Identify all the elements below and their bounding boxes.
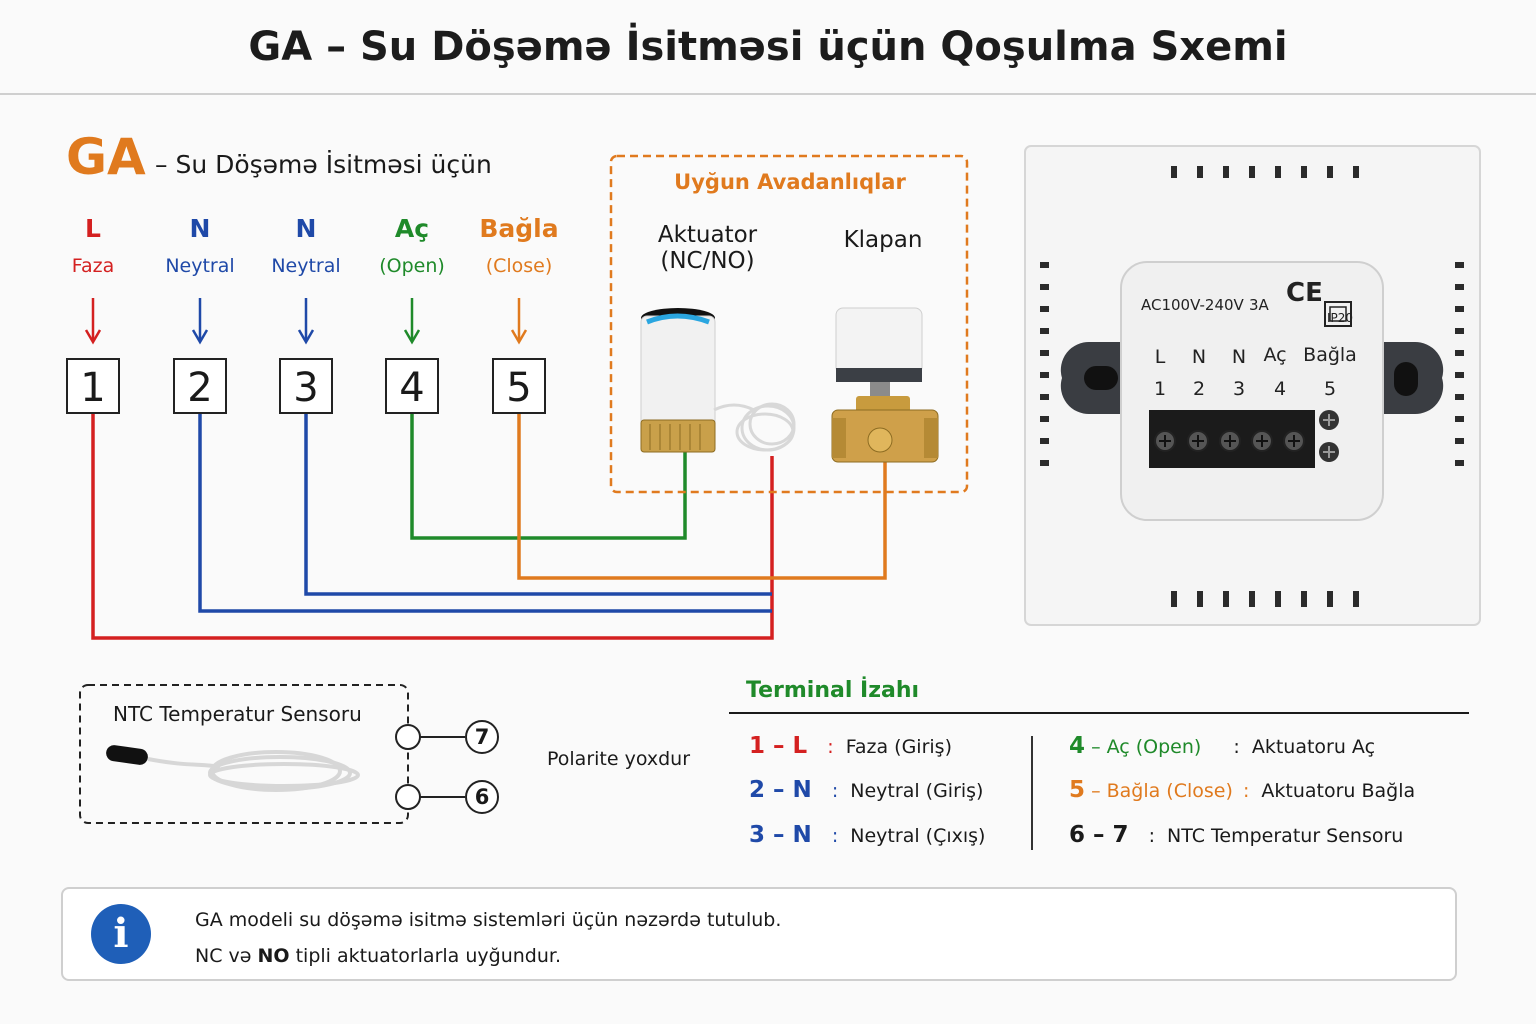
- sensor-pin-7: 7: [465, 720, 499, 754]
- legend-row-5: 5 – Bağla (Close) : Aktuatoru Bağla: [1069, 777, 1416, 803]
- wire-close: [517, 414, 887, 580]
- legend-column-divider: [1031, 736, 1033, 850]
- legend-row-2: 2 – N : Neytral (Giriş): [749, 777, 984, 803]
- equipment-box: [609, 154, 969, 494]
- device-term-number-1: 1: [1153, 378, 1167, 400]
- wire-n-in: [198, 414, 772, 613]
- device-term-label-5: Bağla: [1303, 344, 1357, 366]
- device-term-label-1: L: [1154, 346, 1166, 368]
- device-term-label-3: N: [1231, 346, 1247, 368]
- terminal-label-2: N Neytral: [165, 214, 235, 277]
- terminal-arrows: [84, 298, 528, 345]
- device-current: 3A: [1249, 296, 1269, 314]
- device-term-label-4: Aç: [1263, 344, 1287, 366]
- terminal-label-5: Bağla (Close): [479, 214, 559, 277]
- equipment-title: Uyğun Avadanlıqlar: [674, 170, 906, 194]
- info-icon: i: [91, 904, 151, 964]
- actuator-label: Aktuator (NC/NO): [657, 222, 758, 274]
- terminal-box-3: 3: [279, 358, 333, 414]
- valve-image: [831, 307, 939, 463]
- ip-rating: IP20: [1327, 311, 1354, 325]
- sensor-title: NTC Temperatur Sensoru: [113, 702, 362, 726]
- ce-mark: CE: [1286, 278, 1323, 308]
- device-term-number-3: 3: [1232, 378, 1246, 400]
- device-term-number-5: 5: [1323, 378, 1337, 400]
- sensor-pin-6: 6: [465, 780, 499, 814]
- valve-label: Klapan: [843, 227, 923, 253]
- terminal-box-4: 4: [385, 358, 439, 414]
- wire-l: [91, 414, 774, 640]
- terminal-label-4: Aç (Open): [379, 214, 445, 277]
- thermostat-back-image: [1024, 145, 1481, 626]
- title-divider: [0, 93, 1536, 95]
- wire-n-out: [304, 414, 772, 596]
- device-rating: AC100V-240V: [1141, 296, 1244, 314]
- legend-divider: [729, 712, 1469, 714]
- terminal-box-2: 2: [173, 358, 227, 414]
- device-term-number-2: 2: [1192, 378, 1206, 400]
- terminal-label-1: L Faza: [71, 214, 115, 277]
- info-line-2: NC və NO tipli aktuatorlarla uyğundur.: [195, 945, 561, 967]
- actuator-image: [640, 308, 796, 453]
- terminal-label-3: N Neytral: [271, 214, 341, 277]
- legend-row-6: 6 – 7 : NTC Temperatur Sensoru: [1069, 822, 1404, 848]
- legend-row-1: 1 – L : Faza (Giriş): [749, 733, 952, 759]
- terminal-box-1: 1: [66, 358, 120, 414]
- model-code: GA: [66, 128, 146, 186]
- terminal-legend-title: Terminal İzahı: [746, 678, 920, 703]
- legend-row-3: 3 – N : Neytral (Çıxış): [749, 822, 986, 848]
- model-subtitle: – Su Döşəmə İsitməsi üçün: [155, 150, 492, 179]
- info-box: [61, 887, 1457, 981]
- terminal-box-5: 5: [492, 358, 546, 414]
- device-term-number-4: 4: [1273, 378, 1287, 400]
- page-title: GA – Su Döşəmə İsitməsi üçün Qoşulma Sxe…: [248, 24, 1288, 70]
- sensor-graphic: [79, 684, 465, 824]
- device-term-label-2: N: [1191, 346, 1207, 368]
- legend-row-4: 4 – Aç (Open) : Aktuatoru Aç: [1069, 733, 1376, 759]
- info-line-1: GA modeli su döşəmə isitmə sistemləri üç…: [195, 909, 782, 931]
- wire-open: [410, 414, 687, 540]
- polarity-note: Polarite yoxdur: [547, 748, 691, 770]
- wires: [91, 414, 887, 640]
